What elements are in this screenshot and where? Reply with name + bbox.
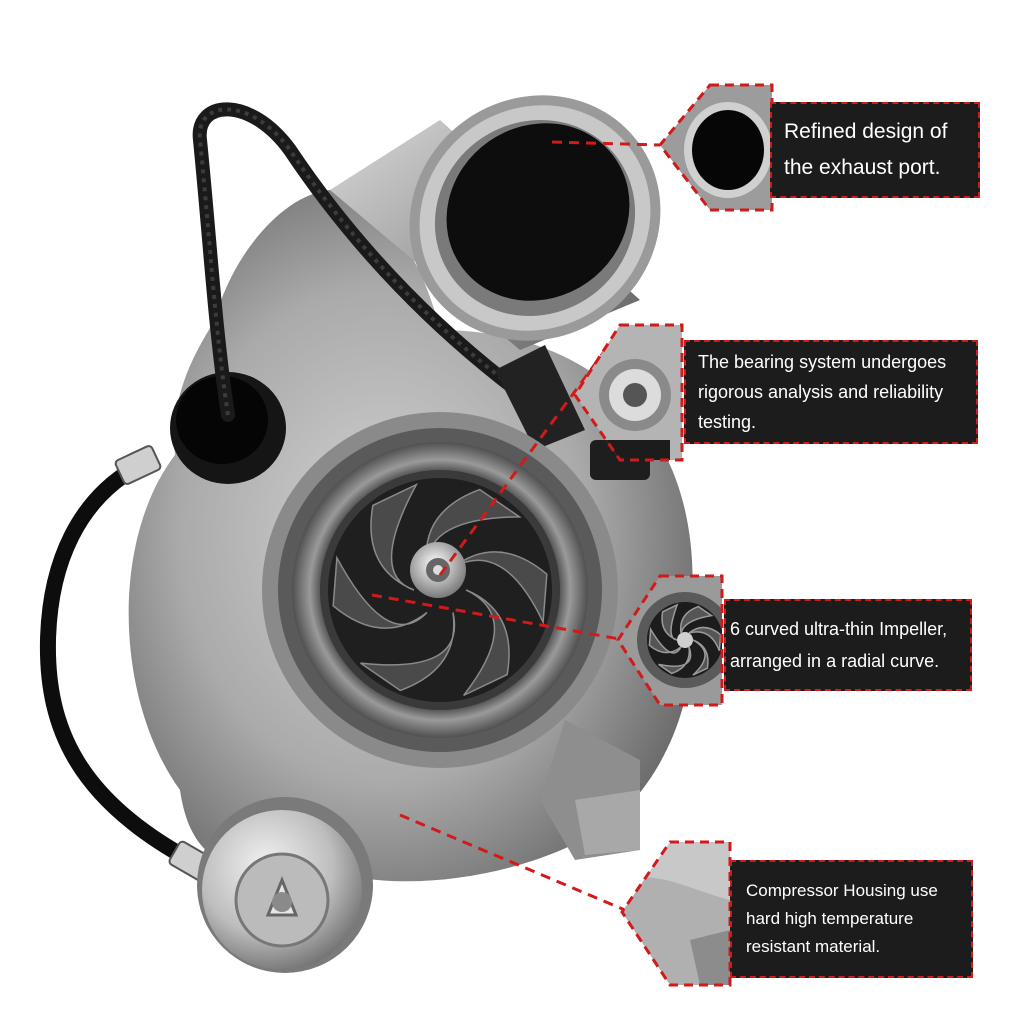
impeller-blade	[332, 555, 428, 629]
impeller-blade	[425, 488, 522, 568]
callout-exhaust-line-1: Refined design of	[784, 120, 948, 143]
callout-housing-line-2: hard high temperature	[746, 909, 914, 928]
leader-lines	[371, 140, 661, 912]
exhaust-port-thumbnail-icon	[658, 83, 774, 212]
impeller-blade	[658, 646, 692, 675]
impeller-hub	[410, 542, 466, 598]
callout-compressor-housing: Compressor Housing use hard high tempera…	[730, 860, 973, 978]
impeller-blade	[661, 603, 679, 641]
callout-exhaust-line-2: the exhaust port.	[784, 156, 941, 179]
wastegate-hose	[39, 445, 214, 882]
callout-bearing-line-1: The bearing system undergoes	[698, 352, 947, 372]
sensor-cable	[192, 102, 517, 422]
callout-bearing-line-3: testing.	[698, 412, 757, 432]
impeller-blade	[679, 605, 714, 634]
impeller-blade	[360, 612, 456, 692]
bearing-fitting-thumbnail-icon	[573, 323, 684, 462]
callout-impeller-line-2: arranged in a radial curve.	[730, 651, 940, 671]
callout-housing-line-3: resistant material.	[746, 937, 881, 956]
callout-bearing-line-2: rigorous analysis and reliability	[698, 382, 944, 402]
impeller-blade	[692, 639, 709, 676]
exhaust-port-pipe	[330, 95, 661, 350]
callout-impeller: 6 curved ultra-thin Impeller, arranged i…	[724, 599, 972, 691]
impeller-thumbnail-icon	[616, 574, 724, 707]
wastegate-actuator	[197, 797, 373, 973]
impeller-blade	[688, 626, 722, 652]
housing-material-thumbnail-icon	[620, 840, 732, 987]
impeller-blade	[370, 482, 419, 591]
callout-bearing-system: The bearing system undergoes rigorous an…	[684, 340, 978, 444]
oil-port-cap	[170, 372, 286, 484]
impeller-blade	[452, 551, 548, 626]
callout-impeller-line-1: 6 curved ultra-thin Impeller,	[730, 619, 948, 639]
impeller-blades	[332, 482, 548, 697]
callout-housing-line-1: Compressor Housing use	[746, 881, 938, 900]
impeller-blade	[648, 626, 682, 654]
callout-exhaust-port: Refined design of the exhaust port.	[770, 102, 980, 198]
